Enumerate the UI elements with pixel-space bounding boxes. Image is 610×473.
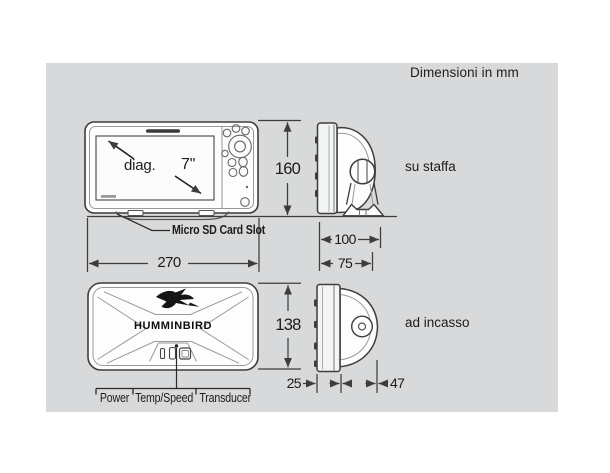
brand-bar bbox=[146, 129, 180, 133]
flush-view-label: ad incasso bbox=[405, 315, 470, 330]
connector-label-bracket bbox=[95, 387, 251, 395]
sd-leader-line bbox=[116, 213, 170, 232]
dim-75-label: 75 bbox=[337, 254, 353, 271]
connector-label-temp-speed: Temp/Speed bbox=[135, 391, 194, 405]
sd-card-slot-label: Micro SD Card Slot bbox=[172, 223, 266, 237]
units-note: Dimensioni in mm bbox=[410, 65, 519, 80]
bracket-knob bbox=[349, 158, 376, 185]
flush-knob bbox=[351, 315, 374, 338]
keypad-buttons bbox=[221, 124, 252, 209]
dim-160-label: 160 bbox=[274, 160, 301, 178]
dim-100-label: 100 bbox=[334, 230, 356, 247]
hummingbird-logo-icon bbox=[156, 288, 200, 309]
flush-side-view bbox=[314, 283, 379, 373]
dim-270-label: 270 bbox=[157, 254, 181, 271]
dimension-lines-top bbox=[86, 119, 397, 272]
diag-arrow-downright-icon bbox=[174, 175, 202, 195]
bracket-side-view bbox=[315, 122, 386, 217]
connector-ports bbox=[159, 346, 192, 360]
bracket-foot bbox=[341, 203, 386, 217]
diag-arrow-upleft-icon bbox=[108, 140, 135, 160]
brand-wordmark: HUMMINBIRD bbox=[133, 320, 213, 332]
dim-47-label: 47 bbox=[390, 374, 405, 391]
diag-label: diag. bbox=[124, 157, 156, 174]
dimension-lines-bottom bbox=[258, 282, 388, 393]
connector-label-transducer: Transducer bbox=[199, 391, 252, 405]
dim-138-label: 138 bbox=[275, 316, 301, 334]
front-view bbox=[84, 121, 259, 232]
dim-25-label: 25 bbox=[286, 374, 302, 391]
diag-size-label: 7" bbox=[181, 156, 196, 173]
back-view bbox=[87, 282, 259, 395]
dpad-icon bbox=[228, 134, 252, 159]
bracket-view-label: su staffa bbox=[405, 159, 456, 174]
connector-label-power: Power bbox=[99, 391, 130, 405]
